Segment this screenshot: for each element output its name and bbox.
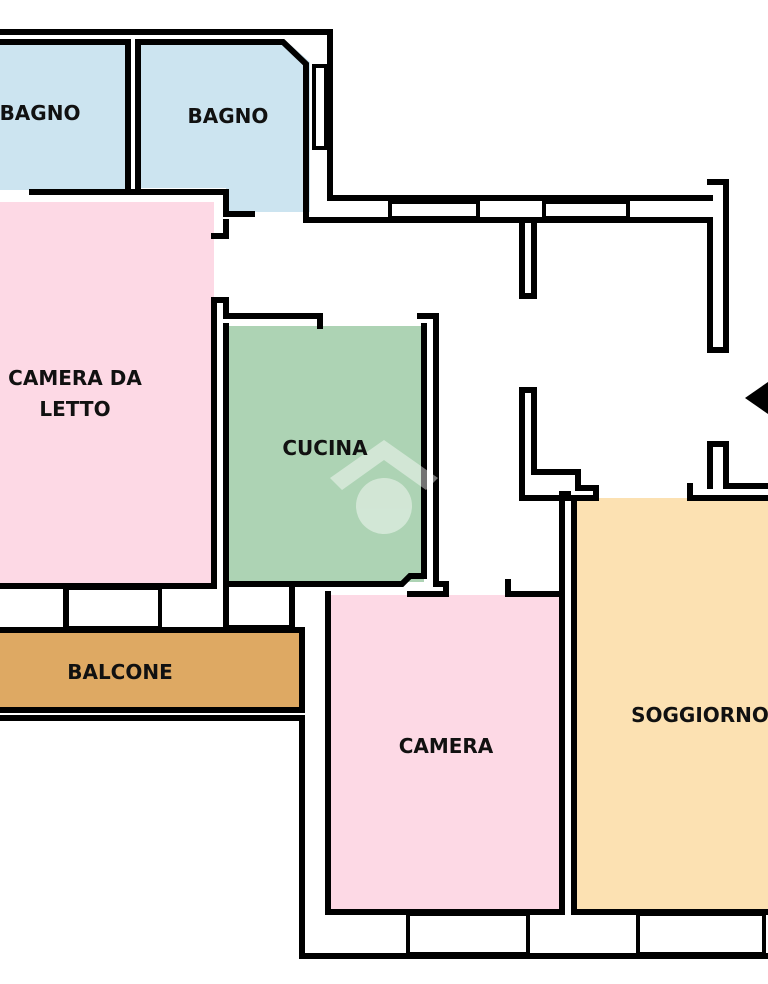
room-label-soggiorno: SOGGIORNO <box>631 703 768 727</box>
room-label-camera-da-letto-line1: CAMERA DA <box>8 366 142 390</box>
room-cucina <box>228 326 424 582</box>
room-bagno-right <box>138 40 310 212</box>
room-camera <box>328 595 562 911</box>
room-label-camera: CAMERA <box>399 734 494 758</box>
room-label-cucina: CUCINA <box>282 436 368 460</box>
room-label-camera-da-letto-line2: LETTO <box>39 397 110 421</box>
walls <box>0 29 768 959</box>
entrance-arrow-icon <box>745 382 768 414</box>
room-label-bagno-left: BAGNO <box>0 101 80 125</box>
house-watermark-icon <box>330 440 438 534</box>
room-soggiorno <box>574 498 768 911</box>
room-label-balcone: BALCONE <box>67 660 173 684</box>
room-label-bagno-right: BAGNO <box>188 104 269 128</box>
room-balcone <box>0 632 300 708</box>
room-camera-da-letto <box>0 202 214 586</box>
room-bagno-left <box>0 40 128 190</box>
